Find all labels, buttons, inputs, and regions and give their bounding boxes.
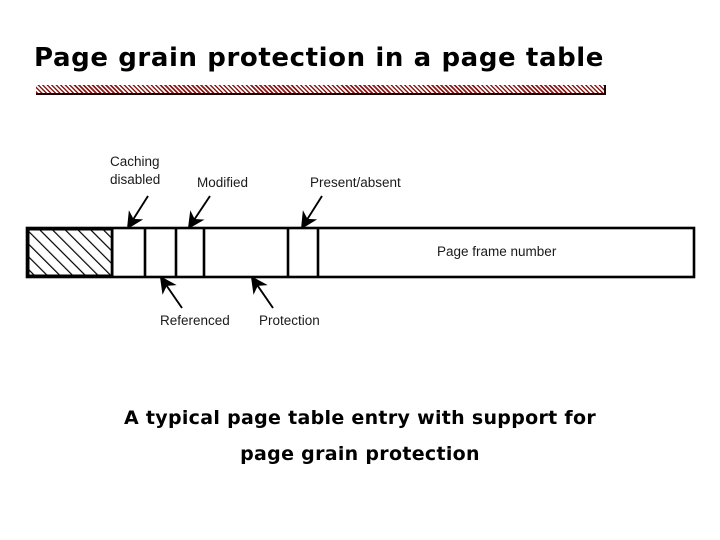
label-caching-line1: Caching <box>110 154 160 169</box>
slide-caption: A typical page table entry with support … <box>60 400 660 472</box>
page-title: Page grain protection in a page table <box>34 43 605 73</box>
arrow-present-absent <box>300 195 323 230</box>
arrow-caching-disabled <box>126 195 149 230</box>
label-caching-disabled: Caching disabled <box>110 153 160 189</box>
caption-line-2: page grain protection <box>240 443 480 465</box>
title-underline-bar <box>36 85 606 95</box>
arrow-protection <box>250 275 274 309</box>
arrow-referenced <box>159 275 183 309</box>
label-referenced: Referenced <box>160 313 230 328</box>
pte-outer-rect <box>25 226 696 279</box>
label-present-absent: Present/absent <box>310 175 401 190</box>
label-page-frame-number: Page frame number <box>437 244 557 259</box>
label-protection: Protection <box>259 313 320 328</box>
caption-line-1: A typical page table entry with support … <box>123 407 597 429</box>
label-caching-line2: disabled <box>110 172 161 187</box>
hatched-field <box>27 228 114 277</box>
arrow-modified <box>187 195 211 230</box>
label-modified: Modified <box>197 175 249 190</box>
